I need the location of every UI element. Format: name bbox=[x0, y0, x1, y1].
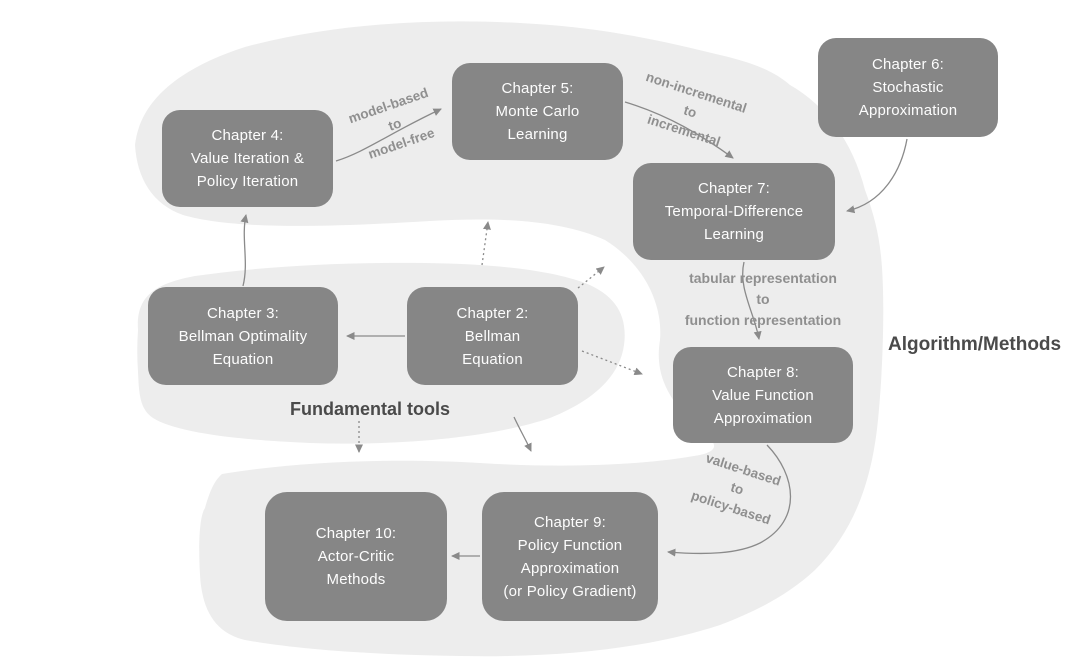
box-line: Monte Carlo bbox=[495, 103, 580, 120]
box-line: Equation bbox=[212, 350, 274, 368]
box-line: Methods bbox=[326, 571, 386, 588]
box-chapter-2: Chapter 2: Bellman Equation bbox=[407, 287, 578, 385]
box-line: Learning bbox=[507, 126, 568, 143]
edge-label-line: to bbox=[756, 291, 770, 307]
edge-label-tabular-to-function-representation: tabular representation to function repre… bbox=[668, 268, 858, 331]
box-line: Chapter 2: bbox=[456, 304, 529, 322]
box-chapter-10: Chapter 10: Actor-Critic Methods bbox=[265, 492, 447, 621]
arrow-ch5-to-ch7 bbox=[624, 101, 734, 159]
box-chapter-5: Chapter 5: Monte Carlo Learning bbox=[452, 63, 623, 160]
box-line: Policy Iteration bbox=[196, 173, 299, 190]
box-chapter-8: Chapter 8: Value Function Approximation bbox=[673, 347, 853, 443]
box-line: Chapter 3: bbox=[206, 304, 280, 322]
box-line: Chapter 8: bbox=[726, 363, 800, 381]
box-chapter-9: Chapter 9: Policy Function Approximation… bbox=[482, 492, 658, 621]
box-chapter-6: Chapter 6: Stochastic Approximation bbox=[818, 38, 998, 137]
arrow-tools-down-right bbox=[513, 416, 532, 452]
algorithm-methods-label: Algorithm/Methods bbox=[888, 334, 1062, 355]
arrow-ch6-to-ch7 bbox=[846, 138, 908, 214]
box-line: Policy Function bbox=[517, 536, 623, 554]
box-line: Temporal-Difference bbox=[664, 203, 804, 220]
edge-label-line: tabular representation bbox=[689, 270, 837, 286]
box-line: Chapter 9: bbox=[533, 513, 607, 531]
arrow-tools-to-ch5 bbox=[481, 221, 491, 266]
fundamental-tools-label: Fundamental tools bbox=[289, 399, 450, 419]
box-line: Learning bbox=[704, 226, 764, 243]
box-chapter-7: Chapter 7: Temporal-Difference Learning bbox=[633, 163, 835, 260]
arrow-ch2-to-ch8 bbox=[581, 350, 643, 376]
box-line: Chapter 4: bbox=[211, 127, 284, 144]
arrow-ch7-to-ch8 bbox=[742, 261, 762, 340]
box-line: Bellman bbox=[464, 327, 521, 345]
edge-label-line: function representation bbox=[684, 312, 842, 328]
box-line: Chapter 5: bbox=[501, 80, 574, 97]
box-line: Value Iteration & bbox=[190, 150, 305, 167]
box-line: Value Function bbox=[712, 386, 814, 404]
box-chapter-4: Chapter 4: Value Iteration & Policy Iter… bbox=[162, 110, 333, 207]
box-chapter-3: Chapter 3: Bellman Optimality Equation bbox=[148, 287, 338, 385]
box-line: Approximation bbox=[520, 559, 620, 577]
arrow-ch3-to-ch4 bbox=[240, 214, 249, 287]
box-line: Chapter 6: bbox=[871, 56, 945, 73]
box-line: Actor-Critic bbox=[317, 548, 395, 565]
arrow-ch8-to-ch9 bbox=[667, 444, 792, 557]
box-line: Chapter 10: bbox=[315, 525, 397, 542]
box-line: Stochastic bbox=[872, 79, 944, 96]
box-line: Equation bbox=[462, 350, 523, 368]
box-line: Chapter 7: bbox=[697, 180, 771, 197]
box-line: Approximation bbox=[858, 102, 958, 119]
box-line: Approximation bbox=[713, 409, 813, 427]
arrow-tools-to-ch7 bbox=[577, 266, 605, 289]
box-line: Bellman Optimality bbox=[178, 327, 308, 345]
box-line: (or Policy Gradient) bbox=[503, 582, 637, 600]
arrow-ch4-to-ch5 bbox=[335, 108, 442, 162]
